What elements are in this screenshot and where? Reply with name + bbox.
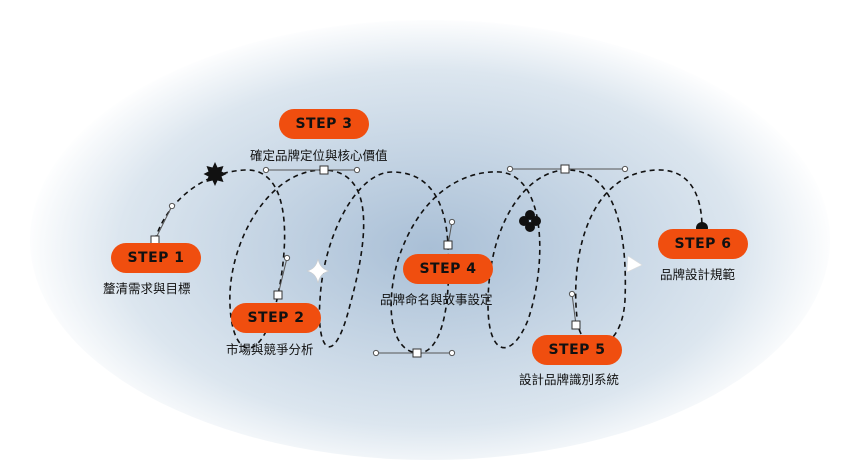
- clover-icon: [519, 210, 541, 232]
- step-2-badge: STEP 2: [231, 303, 321, 333]
- bezier-handles: [154, 165, 629, 357]
- step-4-label: STEP 4: [419, 261, 477, 277]
- step-4-caption: 品牌命名與故事設定: [380, 292, 493, 307]
- step-1-badge: STEP 1: [111, 243, 201, 273]
- starburst-icon: [203, 162, 227, 186]
- step-5-caption: 設計品牌識別系統: [519, 372, 620, 387]
- sparkle-icon: [306, 258, 330, 284]
- step-3-label: STEP 3: [295, 116, 353, 132]
- step-6-label: STEP 6: [674, 236, 732, 252]
- step-4-badge: STEP 4: [403, 254, 493, 284]
- step-2-caption: 市場與競爭分析: [226, 342, 314, 357]
- triangle-icon: [626, 255, 643, 273]
- step-1-label: STEP 1: [127, 250, 185, 266]
- step-3-caption: 確定品牌定位與核心價值: [250, 148, 388, 163]
- step-5-label: STEP 5: [548, 342, 606, 358]
- step-6-badge: STEP 6: [658, 229, 748, 259]
- step-2-label: STEP 2: [247, 310, 305, 326]
- anchor-points: [150, 164, 581, 358]
- step-6-caption: 品牌設計規範: [660, 267, 736, 282]
- step-1-caption: 釐清需求與目標: [103, 281, 191, 296]
- step-5-badge: STEP 5: [532, 335, 622, 365]
- step-3-badge: STEP 3: [279, 109, 369, 139]
